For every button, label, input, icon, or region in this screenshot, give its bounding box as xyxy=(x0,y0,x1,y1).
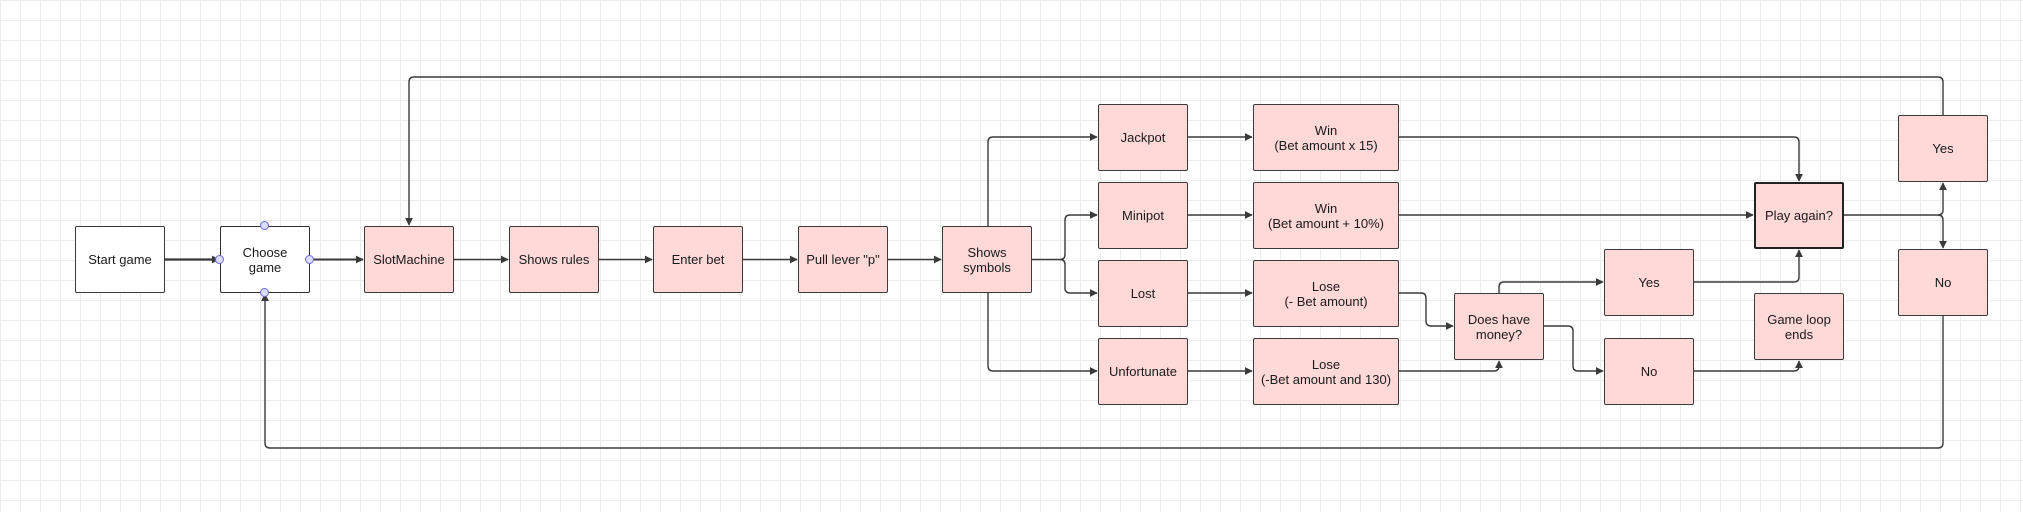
again-yes-node[interactable]: Yes xyxy=(1898,115,1988,182)
jackpot-node[interactable]: Jackpot xyxy=(1098,104,1188,171)
edge-loseunfortunate-hasmoney[interactable] xyxy=(1399,360,1503,372)
pull-lever-node[interactable]: Pull lever "p" xyxy=(798,226,888,293)
edge-yes-playagain[interactable] xyxy=(1694,249,1803,283)
shows-rules-node[interactable]: Shows rules xyxy=(509,226,599,293)
lose-lost-node[interactable]: Lose (- Bet amount) xyxy=(1253,260,1399,327)
selection-handle-bottom[interactable] xyxy=(260,288,269,297)
edge-symbols-lost[interactable] xyxy=(1059,258,1098,297)
play-again-node[interactable]: Play again? xyxy=(1754,182,1844,249)
edge-winjackpot-playagain[interactable] xyxy=(1399,136,1803,182)
edge-symbols-jackpot[interactable] xyxy=(987,133,1098,226)
edge-yes-loop-slotmachine[interactable] xyxy=(405,76,1944,226)
edge-hasmoney-no[interactable] xyxy=(1544,325,1604,375)
edge-playagain-yes[interactable] xyxy=(1844,182,1947,216)
game-loop-ends-node[interactable]: Game loop ends xyxy=(1754,293,1844,360)
edge-loselost-hasmoney[interactable] xyxy=(1399,292,1454,330)
selection-handle-right[interactable] xyxy=(305,255,314,264)
edge-no-loop-choosegame[interactable] xyxy=(261,293,1944,449)
edge-symbols-unfortunate[interactable] xyxy=(987,293,1098,375)
enter-bet-node[interactable]: Enter bet xyxy=(653,226,743,293)
edge-symbols-minipot[interactable] xyxy=(1032,211,1098,261)
edge-no-gameloopends[interactable] xyxy=(1694,360,1803,372)
start-game-node[interactable]: Start game xyxy=(75,226,165,293)
lost-node[interactable]: Lost xyxy=(1098,260,1188,327)
again-no-node[interactable]: No xyxy=(1898,249,1988,316)
edge-playagain-no[interactable] xyxy=(1937,214,1947,249)
selection-handle-top[interactable] xyxy=(260,221,269,230)
win-jackpot-node[interactable]: Win (Bet amount x 15) xyxy=(1253,104,1399,171)
has-money-node[interactable]: Does have money? xyxy=(1454,293,1544,360)
slot-machine-node[interactable]: SlotMachine xyxy=(364,226,454,293)
edge-hasmoney-yes[interactable] xyxy=(1498,278,1604,293)
shows-symbols-node[interactable]: Shows symbols xyxy=(942,226,1032,293)
money-yes-node[interactable]: Yes xyxy=(1604,249,1694,316)
choose-game-node[interactable]: Choose game xyxy=(220,226,310,293)
lose-unfortunate-node[interactable]: Lose (-Bet amount and 130) xyxy=(1253,338,1399,405)
win-minipot-node[interactable]: Win (Bet amount + 10%) xyxy=(1253,182,1399,249)
minipot-node[interactable]: Minipot xyxy=(1098,182,1188,249)
money-no-node[interactable]: No xyxy=(1604,338,1694,405)
selection-handle-left[interactable] xyxy=(215,255,224,264)
unfortunate-node[interactable]: Unfortunate xyxy=(1098,338,1188,405)
